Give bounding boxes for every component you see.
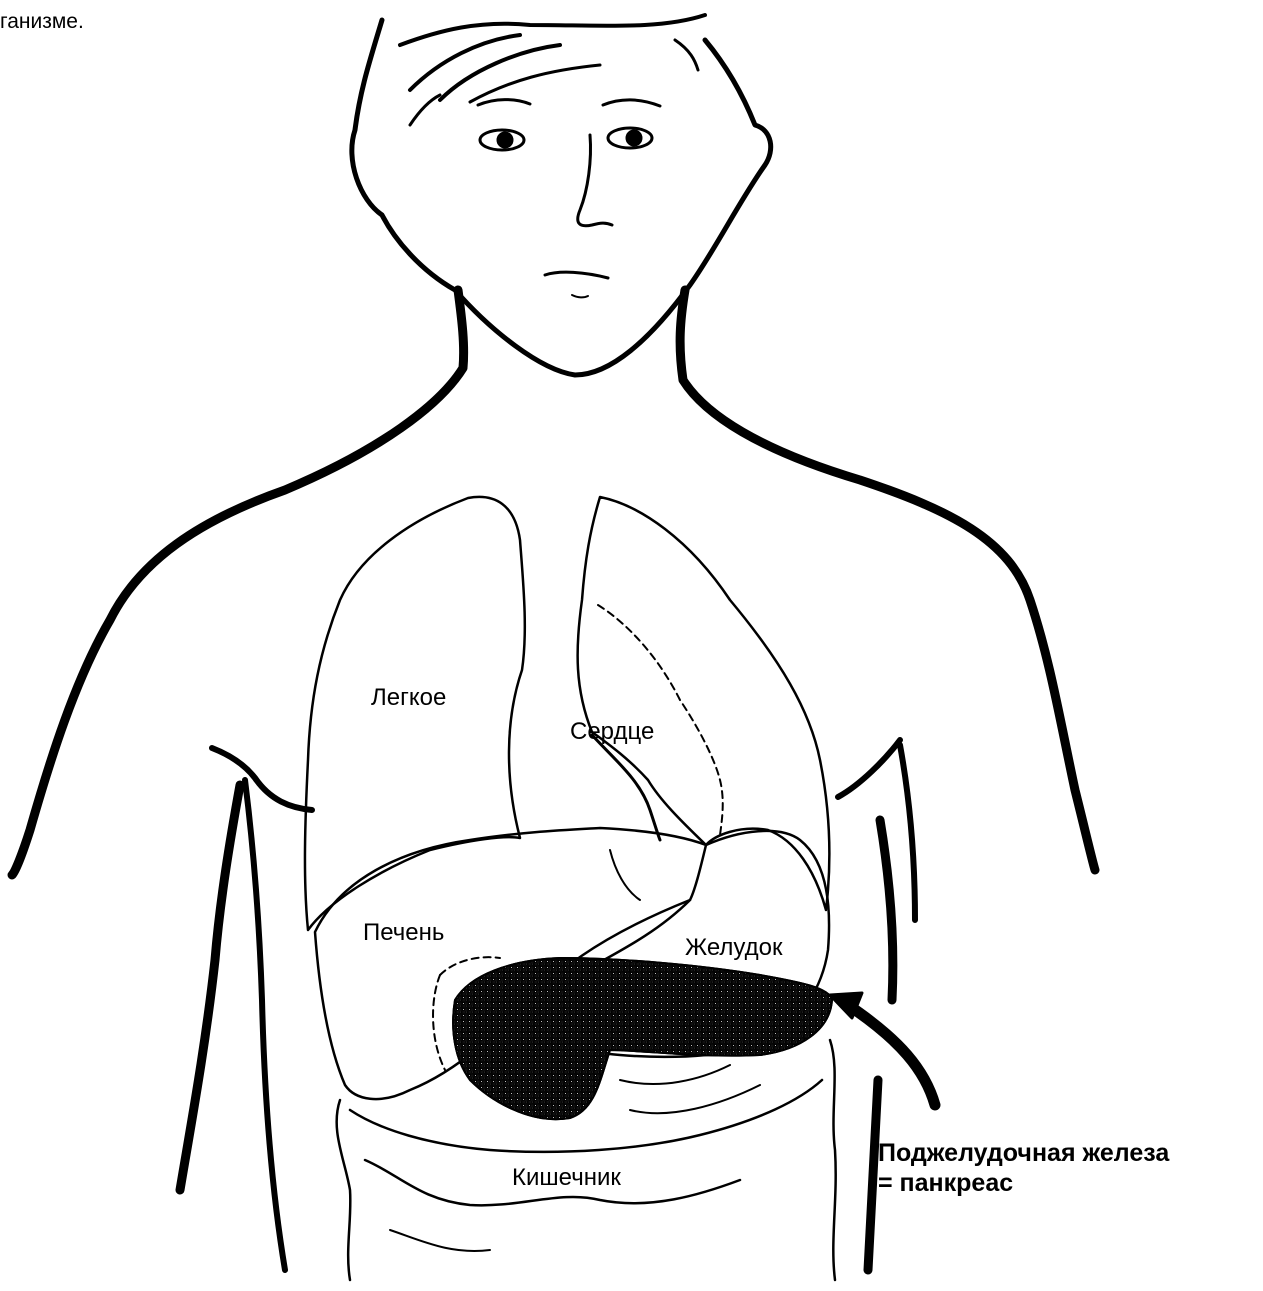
pancreas-arrow [830, 993, 935, 1105]
pancreas [433, 957, 832, 1119]
label-heart: Сердце [570, 720, 654, 744]
eyes [480, 128, 652, 150]
label-pancreas: Поджелудочная железа [878, 1141, 1169, 1166]
body-outline [12, 290, 1095, 1270]
head [352, 15, 771, 375]
label-liver: Печень [363, 921, 444, 945]
label-lung: Легкое [371, 686, 446, 710]
label-pancreas-synonym: = панкреас [878, 1171, 1013, 1196]
label-stomach: Желудок [685, 936, 782, 960]
caption-text: ганизме. [0, 11, 84, 32]
label-intestine: Кишечник [512, 1166, 621, 1190]
nose-and-mouth [545, 135, 612, 297]
